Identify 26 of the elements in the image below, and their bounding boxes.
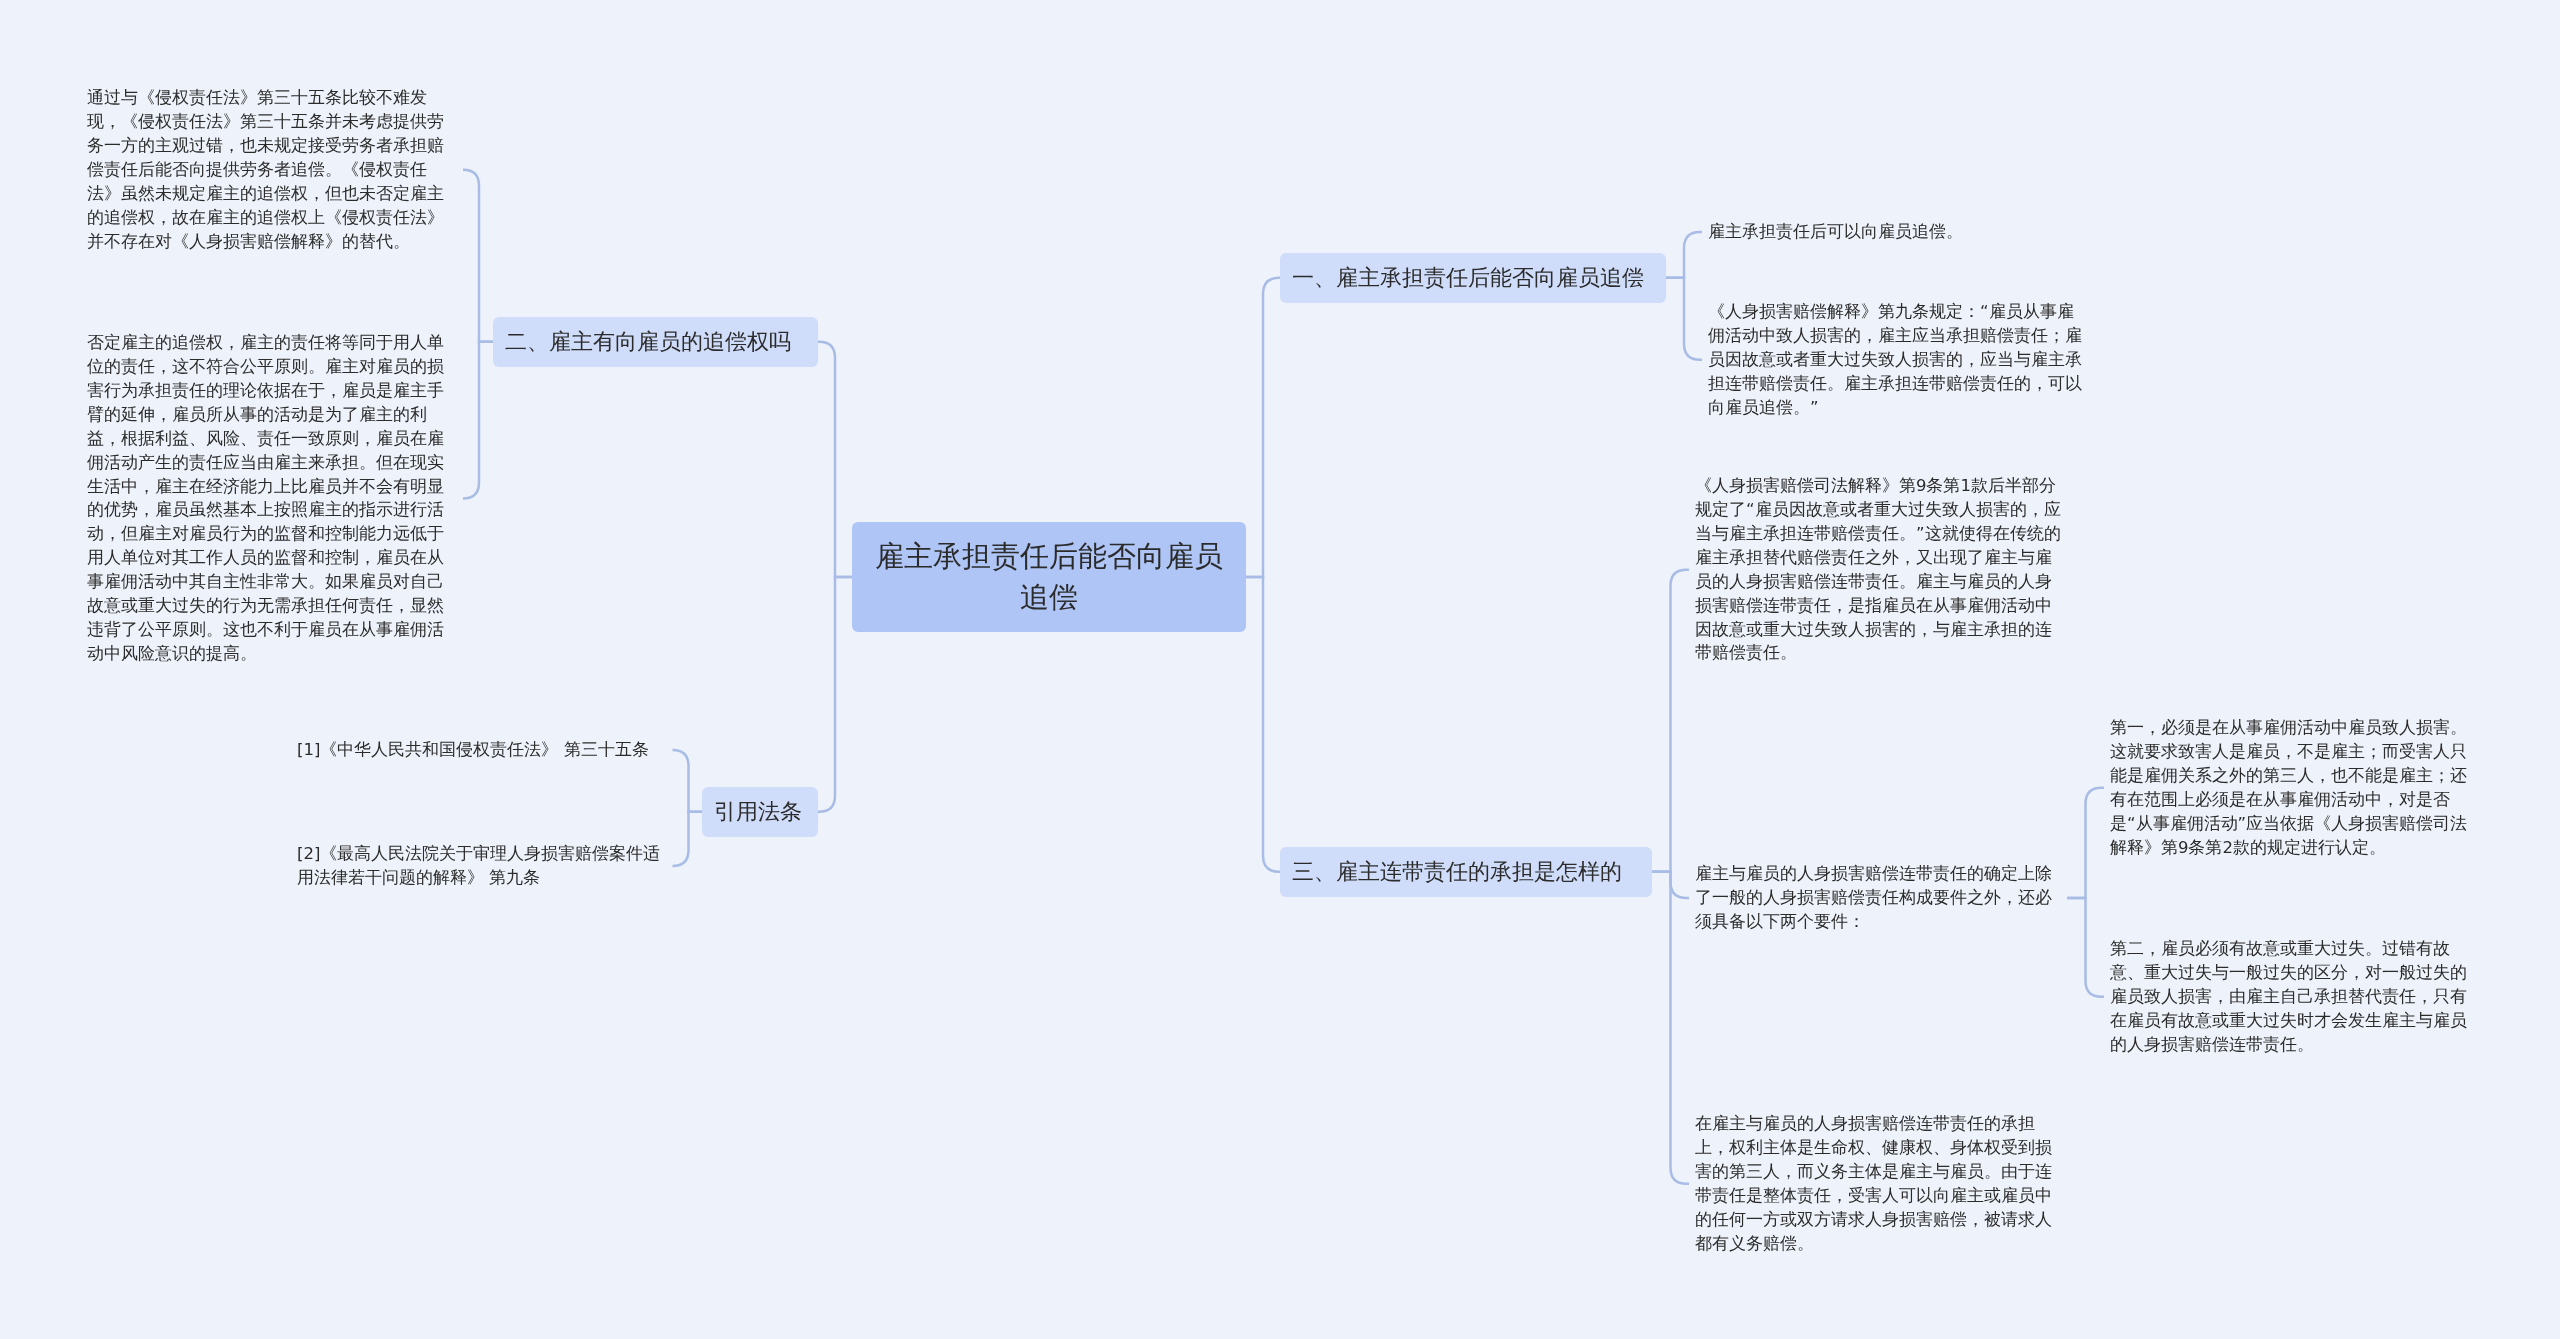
- central-topic-box: [852, 522, 1246, 632]
- connector-line: [671, 810, 702, 868]
- note-text: [2]《最高人民法院关于审理人身损害赔偿案件适用法律若干问题的解释》 第九条: [297, 842, 669, 890]
- note-text: 雇主与雇员的人身损害赔偿连带责任的确定上除了一般的人身损害赔偿责任构成要件之外，还必须具备以下两个要件：: [1695, 862, 2067, 934]
- topic-label: 雇主承担责任后能否向雇员追偿: [874, 538, 1224, 616]
- note-text: 雇主承担责任后可以向雇员追偿。: [1708, 220, 2088, 244]
- topic-box: [702, 787, 818, 837]
- topic-label: 二、雇主有向雇员的追偿权吗: [505, 329, 791, 354]
- topic-box: [1280, 253, 1666, 303]
- topic-box: [493, 317, 818, 367]
- connector-line: [461, 340, 493, 500]
- note-text: 第一，必须是在从事雇佣活动中雇员致人损害。这就要求致害人是雇员，不是雇主；而受害人只能是雇佣关系之外的第三人，也不能是雇主；还有在范围上必须是在从事雇佣活动中，对是否是“从事雇佣活动”应当依据《人身损害赔偿司法解释》第9条第2款的规定进行认定。: [2110, 716, 2482, 860]
- note-text: 第二，雇员必须有故意或重大过失。过错有故意、重大过失与一般过失的区分，对一般过失的雇员致人损害，由雇主自己承担替代责任，只有在雇员有故意或重大过失时才会发生雇主与雇员的人身损害赔偿连带责任。: [2110, 937, 2482, 1057]
- note-text: 在雇主与雇员的人身损害赔偿连带责任的承担上，权利主体是生命权、健康权、身体权受到损害的第三人，而义务主体是雇主与雇员。由于连带责任是整体责任，受害人可以向雇主或雇员中的任何一方或双方请求人身损害赔偿，被请求人都有义务赔偿。: [1695, 1112, 2067, 1256]
- note-text: 《人身损害赔偿司法解释》第9条第1款后半部分规定了“雇员因故意或者重大过失致人损害的，应当与雇主承担连带赔偿责任。”这就使得在传统的雇主承担替代赔偿责任之外，又出现了雇主与雇员的人身损害赔偿连带责任。雇主与雇员的人身损害赔偿连带责任，是指雇员在从事雇佣活动中因故意或重大过失致人损害的，与雇主承担的连带赔偿责任。: [1695, 474, 2067, 666]
- connector-line: [817, 575, 852, 814]
- note-text: 否定雇主的追偿权，雇主的责任将等同于用人单位的责任，这不符合公平原则。雇主对雇员的损害行为承担责任的理论依据在于，雇员是雇主手臂的延伸，雇员所从事的活动是为了雇主的利益，根据利益、风险、责任一致原则，雇员在雇佣活动产生的责任应当由雇主来承担。但在现实生活中，雇主在经济能力上比雇员并不会有明显的优势，雇员虽然基本上按照雇主的指示进行活动，但雇主对雇员行为的监督和控制能力远低于用人单位对其工作人员的监督和控制，雇员在从事雇佣活动中其自主性非常大。如果雇员对自己故意或重大过失的行为无需承担任何责任，显然违背了公平原则。这也不利于雇员在从事雇佣活动中风险意识的提高。: [87, 331, 459, 666]
- topic-label: 一、雇主承担责任后能否向雇员追偿: [1292, 265, 1644, 290]
- note-text: [1]《中华人民共和国侵权责任法》 第三十五条: [297, 738, 669, 762]
- topic-box: [1280, 847, 1652, 897]
- topic-label: 引用法条: [714, 799, 802, 824]
- note-text: 通过与《侵权责任法》第三十五条比较不难发现，《侵权责任法》第三十五条并未考虑提供劳务一方的主观过错，也未规定接受劳务者承担赔偿责任后能否向提供劳务者追偿。《侵权责任法》虽然未规定雇主的追偿权，但也未否定雇主的追偿权，故在雇主的追偿权上《侵权责任法》并不存在对《人身损害赔偿解释》的替代。: [87, 86, 459, 254]
- note-text: 《人身损害赔偿解释》第九条规定：“雇员从事雇佣活动中致人损害的，雇主应当承担赔偿责任；雇员因故意或者重大过失致人损害的，应当与雇主承担连带赔偿责任。雇主承担连带赔偿责任的，可以向雇员追偿。”: [1708, 300, 2088, 420]
- connector-line: [1246, 575, 1281, 874]
- connector-line: [1666, 276, 1702, 362]
- topic-label: 三、雇主连带责任的承担是怎样的: [1292, 859, 1622, 884]
